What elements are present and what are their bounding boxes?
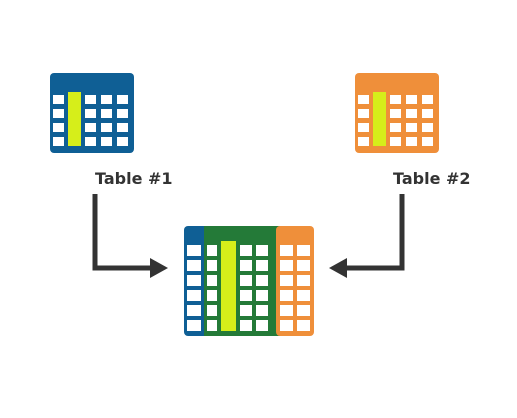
merged-table-middle-cells xyxy=(207,245,268,331)
table-2-label: Table #2 xyxy=(393,169,471,188)
table-2-highlight-column xyxy=(373,92,386,146)
table-1-cells xyxy=(53,95,128,146)
merged-table-highlight-column xyxy=(221,241,236,331)
table-1-label: Table #1 xyxy=(95,169,173,188)
merged-table-right-cells xyxy=(280,245,310,331)
table-1-icon xyxy=(50,73,134,153)
arrow-from-table-1-icon xyxy=(92,194,168,278)
merged-table-icon xyxy=(184,226,314,336)
arrow-from-table-2-icon xyxy=(329,194,405,278)
table-2-cells xyxy=(358,95,433,146)
table-1-highlight-column xyxy=(68,92,81,146)
table-2-icon xyxy=(355,73,439,153)
merged-table-left-cells xyxy=(187,245,201,331)
